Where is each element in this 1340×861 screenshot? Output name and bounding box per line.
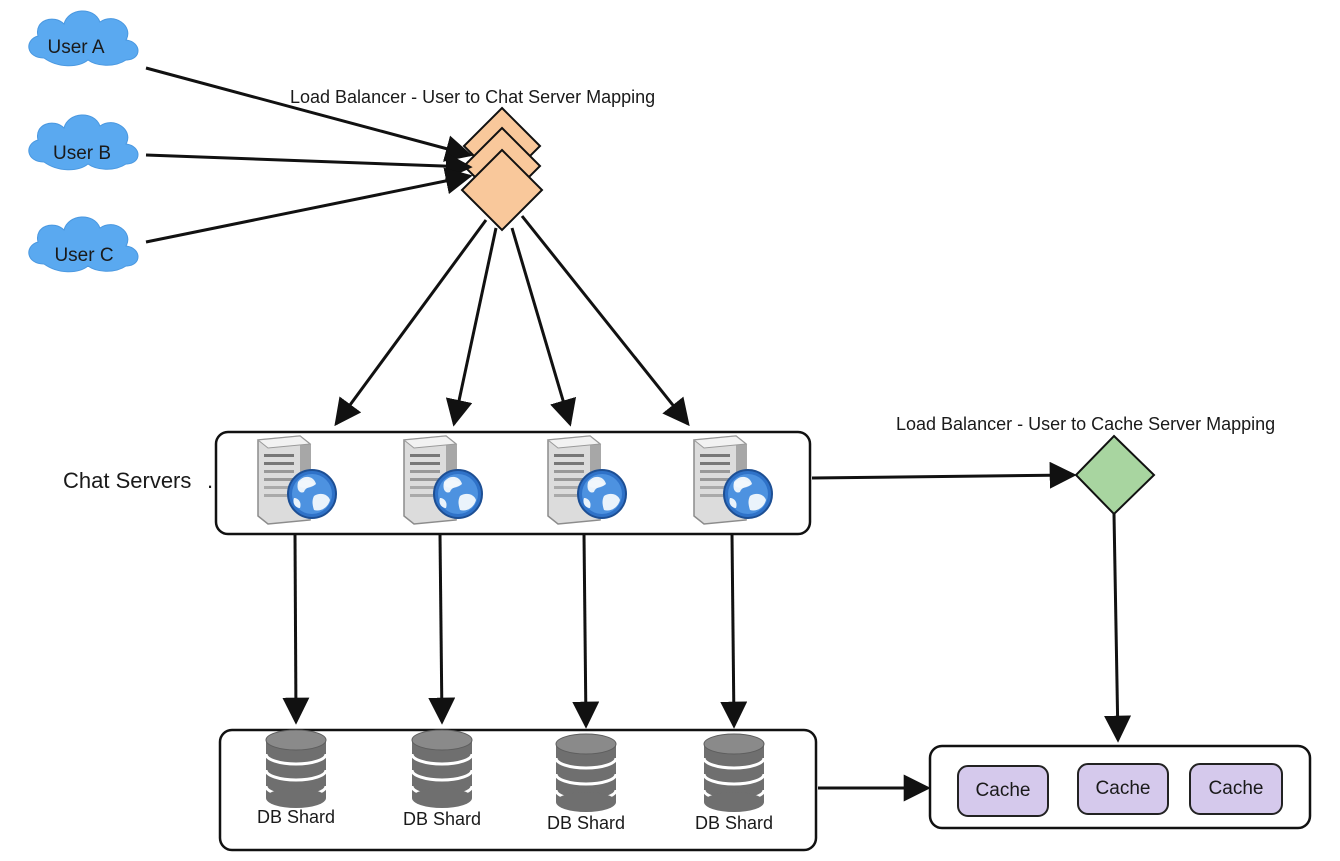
cache-load-balancer-title: Load Balancer - User to Cache Server Map… [896,414,1275,434]
arrow-server-db-2 [428,533,456,725]
arrow-servers-cache-lb [811,461,1077,489]
database-icon [702,732,766,814]
arrow-cache-lb-caches [1104,513,1132,743]
user-b-label: User B [53,143,111,164]
arrow-lb-server-3 [510,227,577,427]
database-icon [264,728,328,810]
arrow-server-db-1 [282,533,310,725]
database-icon [410,728,474,810]
arrow-user-a-lb [145,66,473,162]
db-shard-label-3: DB Shard [547,813,625,833]
arrow-user-b-lb [145,152,473,180]
user-c-node: User C [28,216,139,273]
chat-load-balancer-title: Load Balancer - User to Chat Server Mapp… [290,87,655,107]
user-a-label: User A [47,37,104,58]
user-to-lb-arrows [145,66,473,244]
cache-node-1: Cache [957,765,1049,817]
server-to-db-arrows [282,533,748,729]
lb-to-servers-arrows [334,215,690,427]
arrow-user-c-lb [145,167,473,244]
db-shard-label-2: DB Shard [403,809,481,829]
db-shards-box [218,728,818,852]
db-shard-label-1: DB Shard [257,807,335,827]
diamond-icon [460,148,544,232]
arrow-server-db-3 [572,533,600,729]
cache-label-1: Cache [976,780,1031,801]
user-c-label: User C [54,245,113,266]
cache-node-3: Cache [1189,763,1283,815]
chat-load-balancer [460,106,544,232]
cache-label-2: Cache [1096,778,1151,799]
arrow-lb-server-4 [520,215,690,427]
chat-servers-dot: . [207,468,213,493]
chat-servers-label: Chat Servers [63,468,191,493]
database-icon [554,732,618,814]
arrow-lb-server-1 [334,219,488,427]
arrow-lb-server-2 [445,227,498,427]
cache-label-3: Cache [1209,778,1264,799]
cache-node-2: Cache [1077,763,1169,815]
user-b-node: User B [28,114,139,171]
arrow-server-db-4 [720,533,748,729]
user-a-node: User A [28,10,139,67]
chat-servers-box [214,430,812,536]
cache-load-balancer-diamond-icon [1074,434,1156,516]
db-shard-label-4: DB Shard [695,813,773,833]
